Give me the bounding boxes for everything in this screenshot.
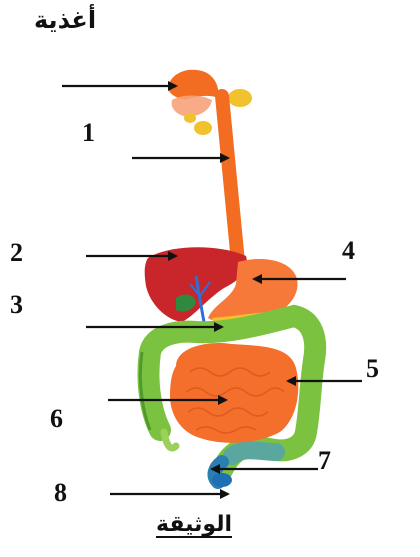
sigmoid-colon — [232, 450, 276, 456]
label-4: 4 — [342, 238, 355, 264]
label-5: 5 — [366, 356, 379, 382]
esophagus — [222, 96, 238, 262]
label-7: 7 — [318, 448, 331, 474]
document-caption: الوثيقة — [154, 512, 234, 537]
small-intestine — [170, 343, 298, 443]
label-3: 3 — [10, 292, 23, 318]
mouth-cavity — [168, 70, 218, 100]
anus — [212, 473, 232, 487]
salivary-gland-submandibular — [194, 121, 212, 135]
salivary-gland-sublingual — [184, 113, 196, 123]
label-2: 2 — [10, 240, 23, 266]
label-8: 8 — [54, 480, 67, 506]
salivary-gland-parotid — [228, 89, 252, 107]
label-6: 6 — [50, 406, 63, 432]
label-1: 1 — [82, 120, 95, 146]
